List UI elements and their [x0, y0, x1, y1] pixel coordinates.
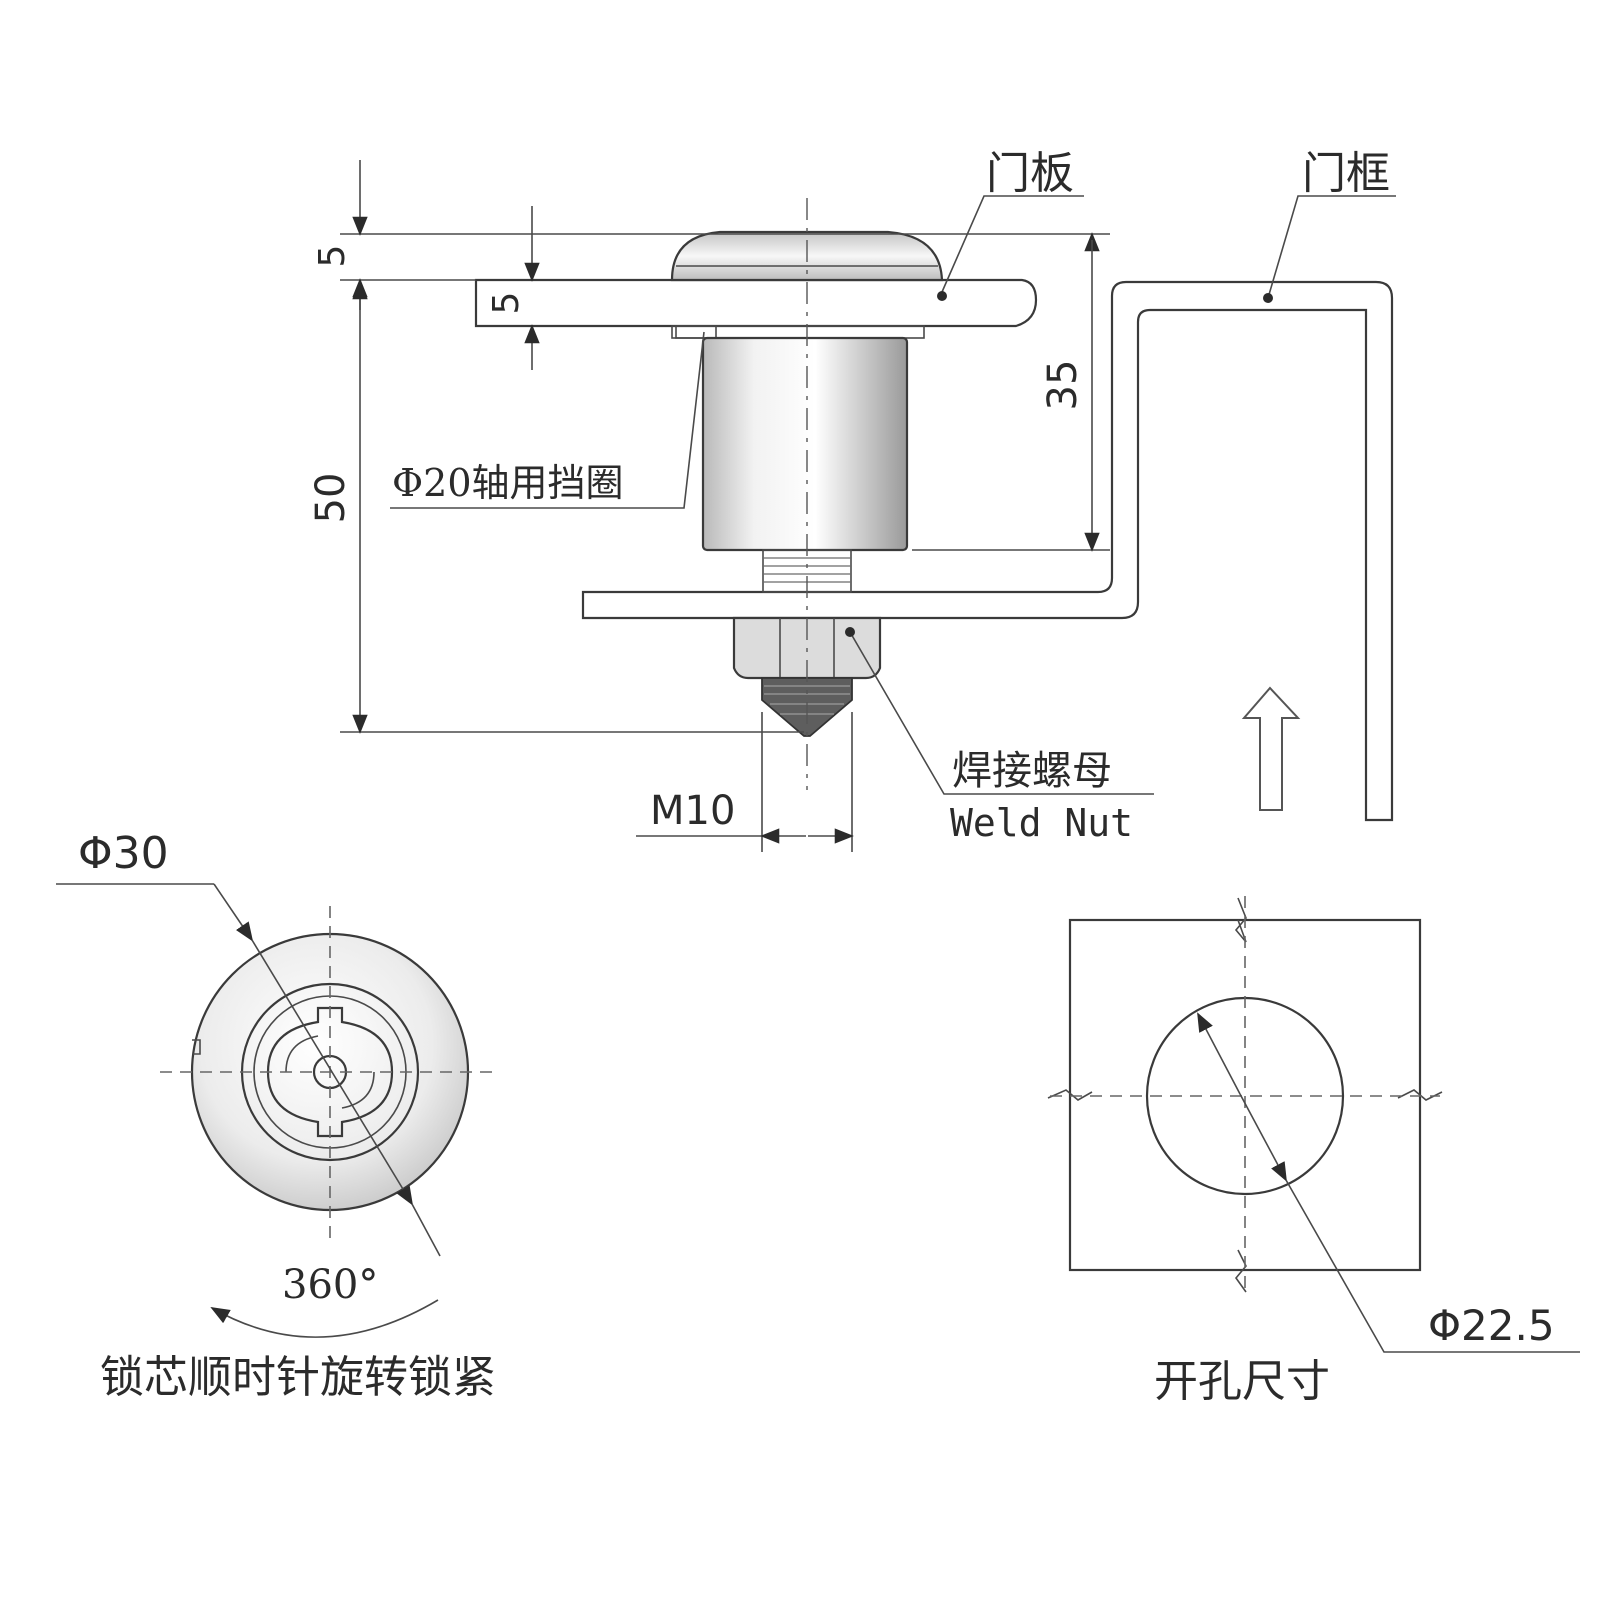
- lock-body-cylinder: [701, 336, 909, 552]
- label-door-frame: 门框: [1302, 148, 1390, 199]
- dim-cutout-diameter: Φ22.5: [1428, 1301, 1555, 1350]
- label-door-panel: 门板: [986, 148, 1074, 199]
- dim-top-5: 5: [312, 245, 353, 268]
- rotation-arrow-icon: [210, 1299, 439, 1338]
- label-weld-nut-cn: 焊接螺母: [952, 748, 1112, 794]
- leader-dot-door-panel: [937, 291, 947, 301]
- dim-depth-35: 35: [1040, 360, 1086, 411]
- door-panel-plate: [474, 278, 1038, 328]
- front-view: Φ30 360° 锁芯顺时针旋转锁紧: [56, 828, 500, 1403]
- label-weld-nut-en: Weld Nut: [950, 801, 1133, 845]
- front-caption: 锁芯顺时针旋转锁紧: [100, 1352, 496, 1403]
- leader-dot-weld-nut: [845, 627, 855, 637]
- leader-door-frame: [1267, 195, 1396, 299]
- cutout-view: Φ22.5 开孔尺寸: [1047, 896, 1580, 1407]
- door-frame-bracket: [581, 280, 1394, 822]
- leader-dot-door-frame: [1263, 293, 1273, 303]
- dim-arrow-d225-lower: [1239, 1093, 1287, 1182]
- label-circlip: Φ20轴用挡圈: [392, 461, 624, 505]
- dim-front-diameter: Φ30: [78, 828, 169, 879]
- washer: [675, 325, 925, 339]
- leader-weld-nut: [849, 631, 1154, 795]
- keyway-inner-arc: [341, 1071, 375, 1109]
- dim-arrow-d30-upper: [213, 883, 254, 942]
- circlip: [671, 325, 717, 339]
- side-view: 5 5 50 35 M10 门板 门框 Φ20轴用挡圈 焊接: [308, 148, 1396, 852]
- dim-height-50: 50: [308, 473, 354, 524]
- cutout-caption: 开孔尺寸: [1154, 1356, 1330, 1407]
- keyway-inner-arc: [285, 1035, 319, 1073]
- thread-label: M10: [650, 788, 735, 834]
- dim-arrow-d30-lower: [251, 939, 413, 1206]
- rotation-label: 360°: [282, 1262, 378, 1308]
- leader-circlip: [390, 331, 705, 509]
- break-mark-bottom: [1234, 1249, 1247, 1293]
- keyway: [266, 1006, 394, 1138]
- break-mark-left: [1047, 1089, 1093, 1101]
- face-notch: [192, 1039, 201, 1055]
- dim-plate-5: 5: [486, 292, 527, 315]
- up-arrow-icon: [1241, 686, 1301, 811]
- leader-door-panel: [941, 195, 1084, 293]
- dim-d30-tail: [411, 1203, 441, 1257]
- break-mark-top: [1234, 897, 1247, 943]
- leader-d225: [1285, 1179, 1580, 1353]
- dim-arrow-d225-upper: [1197, 1012, 1241, 1095]
